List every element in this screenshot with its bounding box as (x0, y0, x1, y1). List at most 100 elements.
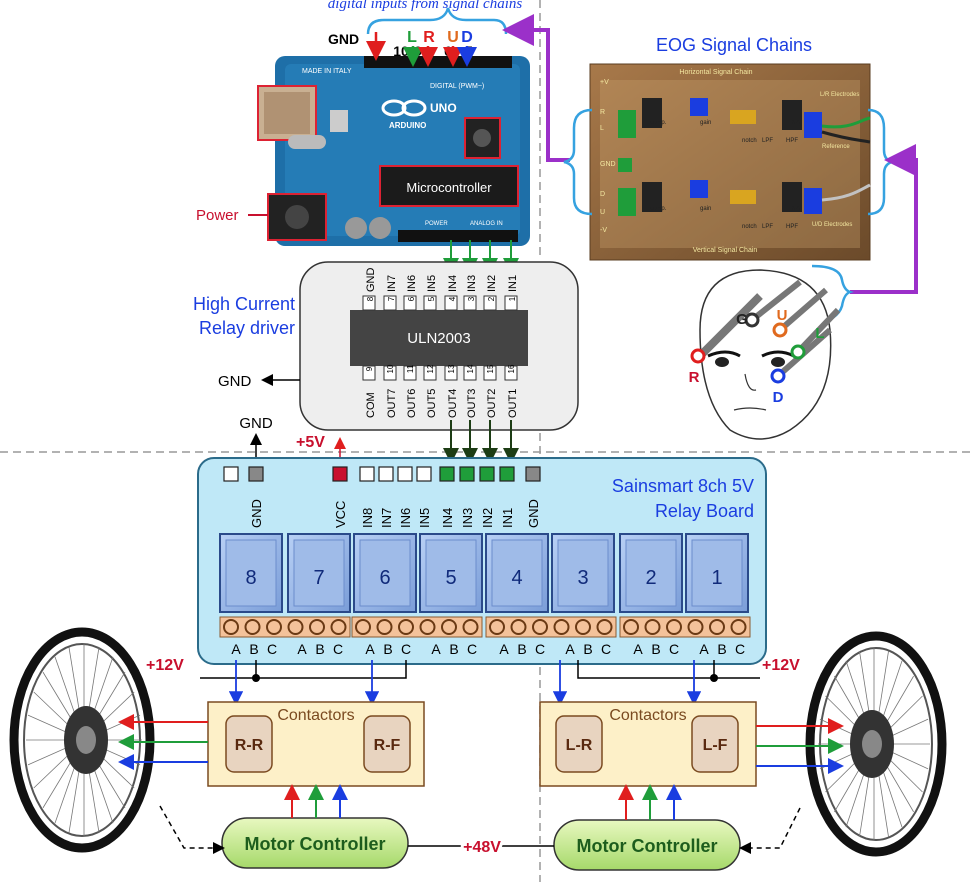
terminal-screw (266, 619, 282, 635)
terminal-screw (376, 619, 393, 635)
eog-right-brace (867, 108, 893, 216)
uln-top-pin (483, 295, 497, 311)
terminal-screw (398, 619, 414, 635)
uln-bottom-pin-label: OUT6 (406, 389, 418, 418)
uln-top-pin (444, 295, 458, 311)
relay-header-label: GND (249, 499, 264, 528)
uln-top-pin-number: 3 (467, 296, 476, 301)
pin-letter-L: L (407, 29, 417, 46)
arduino-analog-hdr: ANALOG IN (470, 221, 503, 227)
relay-module-face (293, 539, 345, 607)
relay-header-pin (332, 466, 348, 482)
uln-gnd-label: GND (218, 373, 252, 390)
terminal-strip (219, 616, 351, 638)
terminal-abc-label: B (517, 641, 526, 657)
eog-left-brace (563, 108, 593, 216)
relay-header-pin (378, 466, 394, 482)
arduino-model: UNO (430, 101, 457, 115)
relay-number: 5 (445, 567, 456, 589)
uln-top-pin-label: IN2 (486, 275, 498, 292)
eog-terminal-label: U (600, 209, 605, 216)
relay-header-pin (479, 466, 495, 482)
eog-h-chain: Horizontal Signal Chain (679, 69, 752, 76)
eog-stage-labels: comp.comp.gaingainnotchnotchLPFLPFHPFHPF… (650, 120, 800, 230)
left-hall-dashed (159, 805, 225, 854)
microcontroller-chip (379, 165, 519, 207)
terminal-abc-label: A (699, 641, 709, 657)
eog-stage-label: gain (700, 206, 711, 212)
eog-stage-label: HPF (786, 138, 798, 144)
eog-stage-label: INA (790, 120, 800, 126)
uln-top-pin (362, 295, 376, 311)
uln-bottom-pin-label: OUT3 (466, 389, 478, 418)
electrode-l (790, 344, 806, 360)
arduino-made-in: MADE IN ITALY (302, 68, 352, 75)
uln-bottom-pin (383, 365, 397, 381)
eog-ref: Reference (822, 144, 850, 150)
eog-stage-label: comp. (650, 120, 667, 126)
eog-terminal-label: D (600, 191, 605, 198)
contactors-left-title: Contactors (277, 707, 354, 724)
eog-stage-label: INA (790, 206, 800, 212)
eog-terminal-label: +V (600, 79, 609, 86)
eog-terminal-label: R (600, 109, 605, 116)
arduino-board: MADE IN ITALY ARDUINO UNO DIGITAL (PWM~)… (257, 56, 530, 246)
controller-to-contactor-right (618, 784, 682, 820)
relay-header-pin (248, 466, 264, 482)
contactors-left: Contactors R-R R-F (207, 701, 425, 787)
contactors-right: Contactors L-R L-F (539, 701, 757, 787)
uln-top-pin (403, 295, 417, 311)
uln-top-pin (463, 295, 477, 311)
relay-header-label: IN6 (398, 508, 413, 528)
plus12-right-line (577, 660, 760, 679)
uln-pins: 8GND9COM7IN710OUT76IN611OUT65IN512OUT54I… (362, 268, 519, 418)
uln-bottom-pin (463, 365, 477, 381)
right-phase-wires (756, 718, 844, 774)
uln-chip (350, 310, 528, 366)
relay-header-label: VCC (333, 501, 348, 528)
eog-stage-label: notch (742, 138, 757, 144)
uln-bottom-pin-number: 11 (406, 364, 415, 373)
terminal-abc-label: B (249, 641, 258, 657)
terminal-abc-label: B (651, 641, 660, 657)
terminal-strip (619, 616, 751, 638)
plus12-left: +12V (146, 657, 184, 674)
terminal-screw (510, 619, 527, 635)
contactor-r-f: R-F (374, 737, 401, 754)
terminal-abc-label: A (297, 641, 307, 657)
eog-ud-elec: U/D Electrodes (812, 222, 852, 228)
electrode-d (770, 368, 786, 384)
electrode-r (690, 348, 706, 364)
terminal-abc-label: B (383, 641, 392, 657)
relay-header-label: IN1 (500, 508, 515, 528)
uln-bottom-pin (483, 365, 497, 381)
terminal-abc-label: A (231, 641, 241, 657)
uln-top-pin-number: 4 (448, 296, 457, 301)
purple-head-arrow (850, 144, 918, 294)
contactors-right-title: Contactors (609, 707, 686, 724)
relay-module-face (359, 539, 411, 607)
relay-number: 8 (245, 567, 256, 589)
purple-signal-arrow (502, 14, 570, 162)
eog-stage-label: LPF (762, 138, 773, 144)
terminal-strip (351, 616, 483, 638)
relay-header-pin (359, 466, 375, 482)
left-wheel (9, 627, 155, 853)
relay-header-label: IN3 (460, 508, 475, 528)
head-label-G: G (736, 311, 748, 328)
uln-bottom-pin-label: OUT1 (507, 389, 519, 418)
pin-bracket (366, 7, 508, 35)
terminal-abc-label: A (431, 641, 441, 657)
head-label-R: R (689, 369, 700, 386)
uln-bottom-pin (504, 365, 518, 381)
relay-module-face (491, 539, 543, 607)
relay-header-pin (525, 466, 541, 482)
relay-number: 2 (645, 567, 656, 589)
relay-header-label: IN2 (480, 508, 495, 528)
terminal-screw (330, 619, 347, 635)
electrode-u (772, 322, 788, 338)
head-label-U: U (777, 307, 788, 324)
